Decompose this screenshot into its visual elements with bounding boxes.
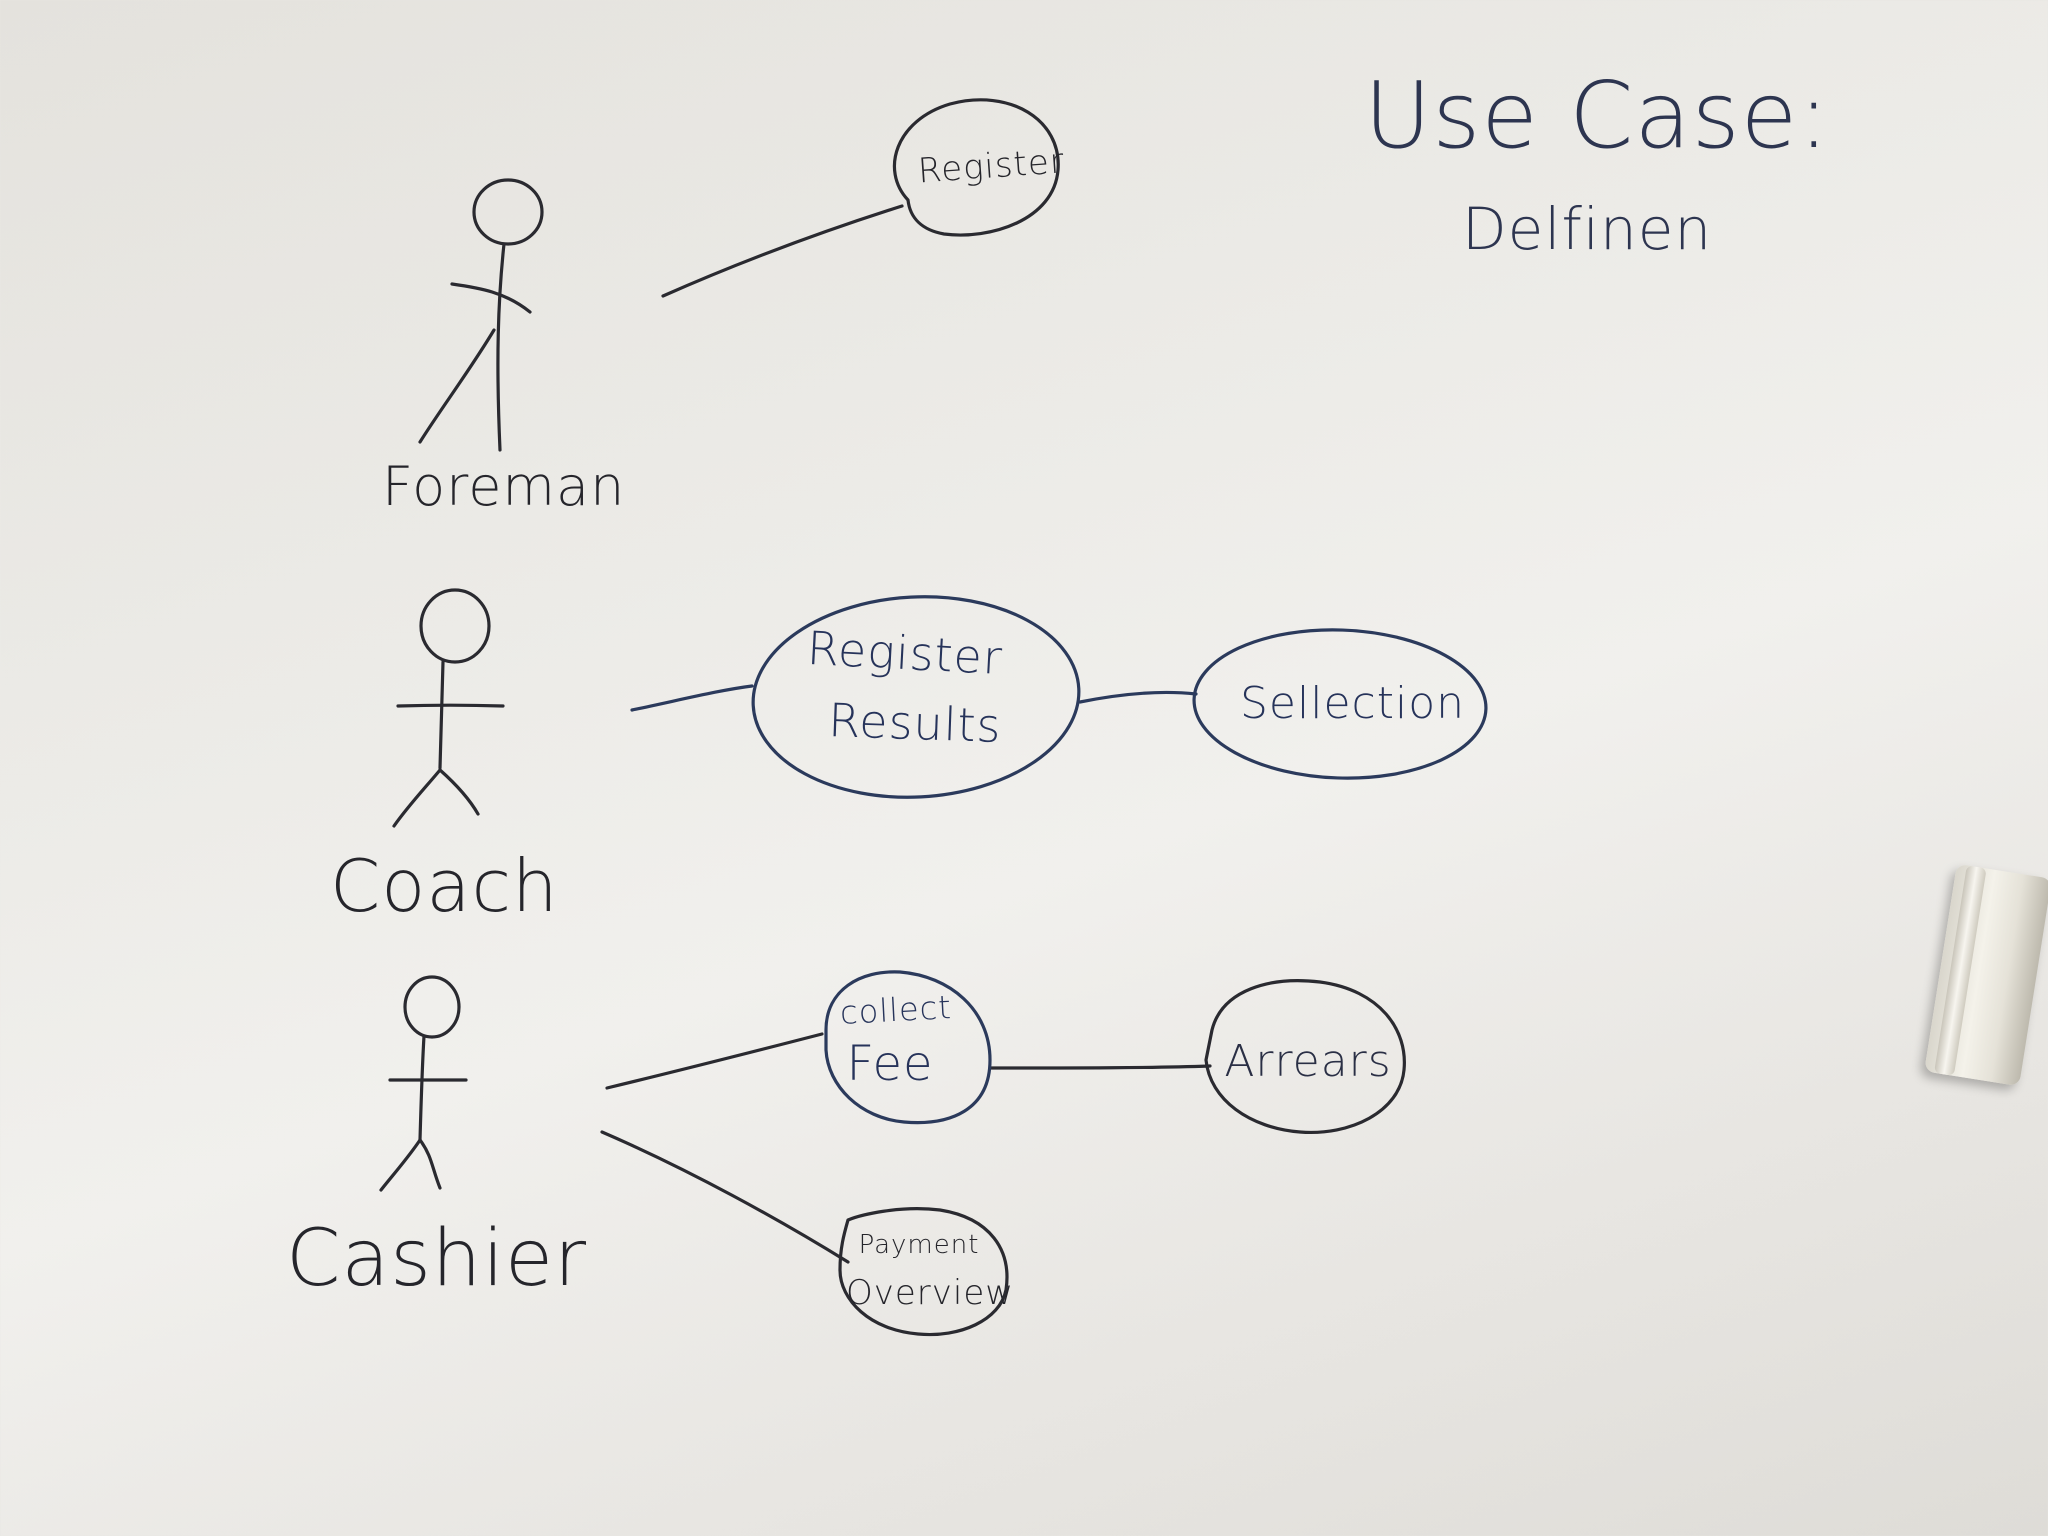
- use-case-payment-overview-line1: Payment: [858, 1230, 980, 1260]
- actor-cashier-label: Cashier: [286, 1214, 588, 1304]
- association-results-sellection: [1078, 690, 1198, 704]
- use-case-sellection-ellipse: [1192, 628, 1488, 780]
- actor-foreman-label: Foreman: [382, 455, 626, 518]
- use-case-arrears-label: Arrears: [1224, 1036, 1392, 1087]
- use-case-register-results-line1: Register: [805, 620, 1005, 686]
- actor-coach-figure: [392, 588, 505, 828]
- use-case-collect-fee-line2: Fee: [846, 1036, 934, 1092]
- association-cashier-collect-fee: [605, 1032, 824, 1090]
- association-cashier-payment-overview: [600, 1130, 850, 1264]
- diagram-title: Use Case:: [1364, 62, 1831, 169]
- use-case-register-label: Register: [916, 141, 1067, 192]
- use-case-register-ellipse: [892, 98, 1060, 237]
- actor-cashier-figure: [379, 975, 468, 1192]
- actor-foreman-figure: [418, 178, 544, 452]
- association-foreman-register: [661, 204, 904, 298]
- association-fee-arrears: [988, 1064, 1212, 1070]
- use-case-arrears-ellipse: [1204, 979, 1406, 1135]
- use-case-collect-fee-ellipse: [824, 970, 992, 1125]
- association-coach-register-results: [630, 684, 754, 712]
- use-case-collect-fee-line1: collect: [839, 988, 953, 1032]
- use-case-sellection-label: Sellection: [1240, 678, 1465, 729]
- use-case-payment-overview-ellipse: [838, 1207, 1009, 1337]
- use-case-register-results-ellipse: [751, 595, 1081, 799]
- actor-coach-label: Coach: [330, 844, 559, 928]
- diagram-subtitle: Delfinen: [1462, 195, 1713, 263]
- use-case-register-results-line2: Results: [827, 692, 1003, 754]
- use-case-payment-overview-line2: Overview: [846, 1273, 1015, 1313]
